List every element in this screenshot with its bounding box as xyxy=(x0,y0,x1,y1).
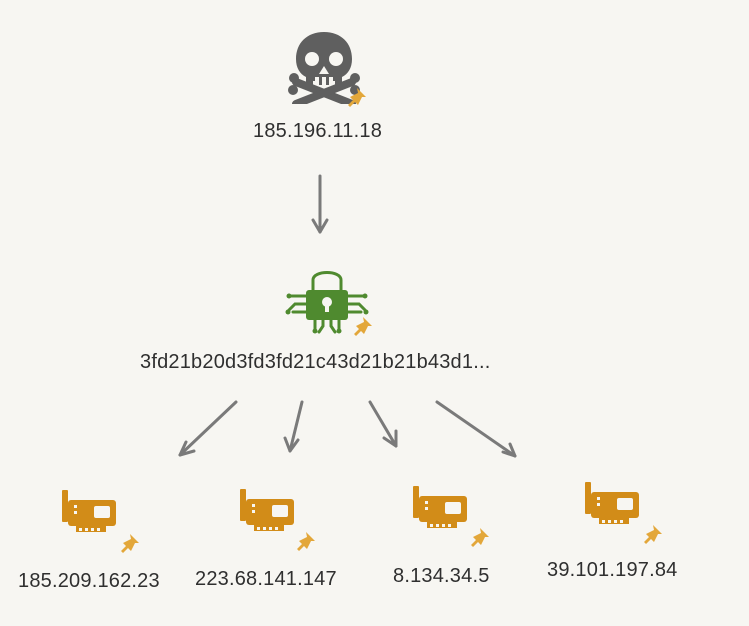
pin-icon[interactable] xyxy=(350,314,376,340)
network-card-icon xyxy=(413,486,467,528)
child-label-2: 223.68.141.147 xyxy=(195,568,337,590)
root-node[interactable]: 185.196.11.18 xyxy=(250,28,400,153)
child-node-1[interactable]: 185.209.162.23 xyxy=(18,488,188,598)
pin-icon[interactable] xyxy=(640,522,666,548)
pin-icon[interactable] xyxy=(344,85,370,111)
child-node-2[interactable]: 223.68.141.147 xyxy=(192,487,362,597)
edge-hash-to-child-2 xyxy=(283,400,304,453)
skull-crossbones-icon xyxy=(288,32,360,104)
pin-icon[interactable] xyxy=(467,525,493,551)
network-card-icon xyxy=(62,490,116,532)
edge-hash-to-child-1 xyxy=(178,400,238,457)
network-card-icon xyxy=(240,489,294,531)
lock-circuit-icon xyxy=(285,271,369,334)
child-label-1: 185.209.162.23 xyxy=(18,570,160,592)
hash-label: 3fd21b20d3fd3fd21c43d21b21b43d1... xyxy=(140,351,491,373)
edge-root-to-hash xyxy=(311,174,329,234)
pin-icon[interactable] xyxy=(117,531,143,557)
network-card-icon xyxy=(585,482,639,524)
edge-hash-to-child-4 xyxy=(435,400,517,458)
pin-icon[interactable] xyxy=(293,529,319,555)
child-node-4[interactable]: 39.101.197.84 xyxy=(545,480,715,590)
child-node-3[interactable]: 8.134.34.5 xyxy=(388,484,533,594)
root-label: 185.196.11.18 xyxy=(253,120,383,142)
child-label-3: 8.134.34.5 xyxy=(393,565,490,587)
edge-hash-to-child-3 xyxy=(368,400,398,448)
hash-node[interactable]: 3fd21b20d3fd3fd21c43d21b21b43d1... xyxy=(140,262,560,382)
child-label-4: 39.101.197.84 xyxy=(547,559,678,581)
